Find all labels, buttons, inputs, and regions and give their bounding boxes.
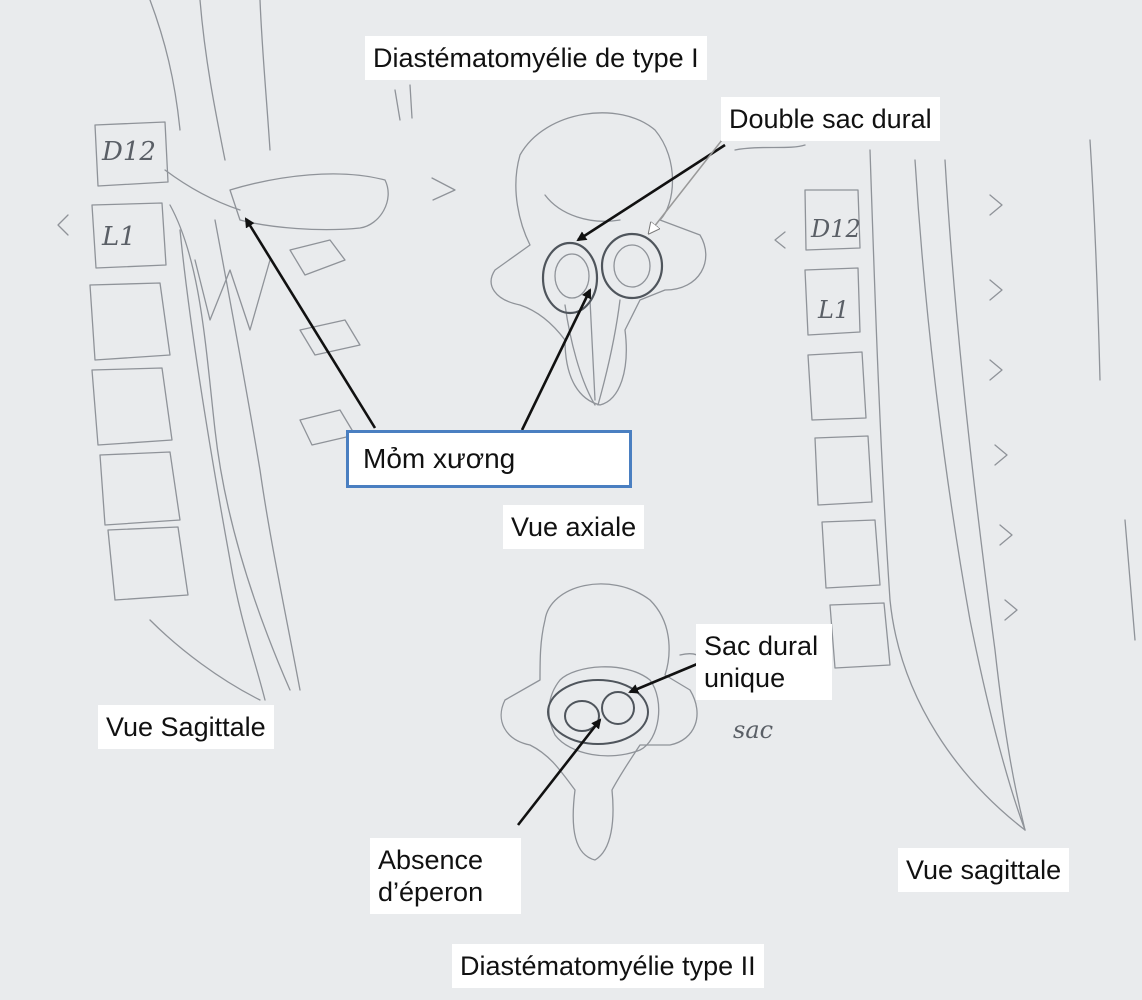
title-type2-label: Diastématomyélie type II <box>452 944 764 988</box>
left-sagittal-sketch: D12 L1 <box>58 0 388 700</box>
left-l1-text: L1 <box>101 222 136 252</box>
right-d12-text: D12 <box>810 215 861 243</box>
right-sagittal-sketch: D12 L1 <box>775 140 1135 830</box>
title-type1-label: Diastématomyélie de type I <box>365 36 707 80</box>
absence-spur-label: Absence d’éperon <box>370 838 521 914</box>
arrow-absence-spur <box>518 720 600 825</box>
sagittal-left-label: Vue Sagittale <box>98 705 274 749</box>
single-sac-label: Sac dural unique <box>696 624 832 700</box>
double-sac-label: Double sac dural <box>721 97 940 141</box>
sagittal-right-label: Vue sagittale <box>898 848 1069 892</box>
arrow-spur-left <box>246 219 375 428</box>
arrow-double-sac-left <box>578 145 725 240</box>
arrow-single-sac <box>630 662 702 692</box>
left-d12-text: D12 <box>101 137 156 167</box>
spur-label-box: Mỏm xương <box>346 430 632 488</box>
sac-text: sac <box>733 716 773 744</box>
axial-view-label: Vue axiale <box>503 505 644 549</box>
right-l1-text: L1 <box>817 296 849 324</box>
